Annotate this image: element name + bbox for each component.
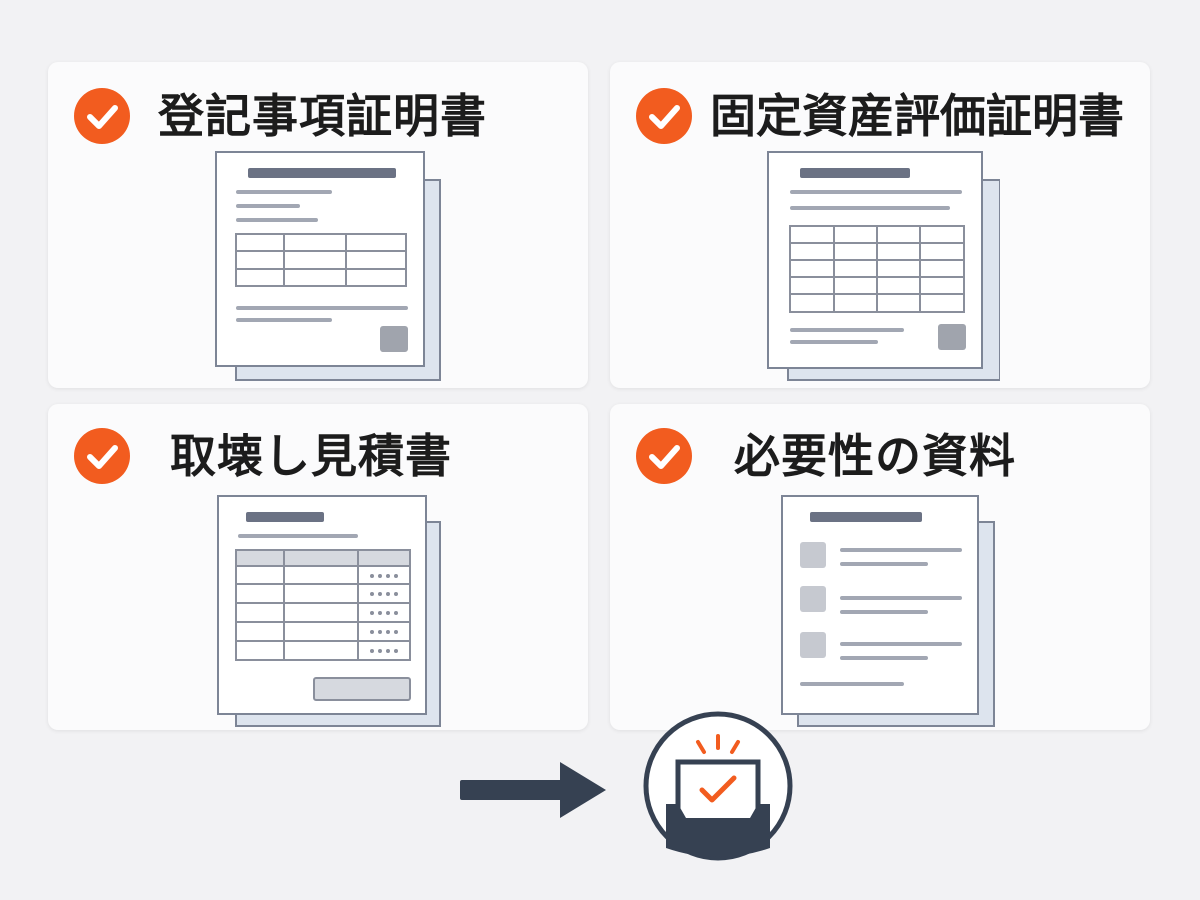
check-circle-icon — [636, 88, 692, 144]
card-title: 登記事項証明書 — [158, 89, 487, 143]
checklist-document-icon — [781, 495, 995, 727]
certificate-document-icon — [215, 151, 441, 381]
document-card-property-valuation-certificate: 固定資産評価証明書 — [610, 62, 1150, 388]
card-title: 固定資産評価証明書 — [710, 89, 1124, 143]
valuation-document-icon — [767, 151, 1000, 381]
check-circle-icon — [74, 88, 130, 144]
estimate-document-icon — [217, 495, 441, 727]
inbox-check-icon — [643, 711, 793, 861]
document-card-demolition-estimate: 取壊し見積書 — [48, 404, 588, 730]
arrow-right-icon — [460, 762, 606, 818]
card-title: 必要性の資料 — [734, 429, 1016, 483]
document-card-registry-certificate: 登記事項証明書 — [48, 62, 588, 388]
card-title: 取壊し見積書 — [170, 429, 452, 483]
check-circle-icon — [636, 428, 692, 484]
check-circle-icon — [74, 428, 130, 484]
document-card-necessity-materials: 必要性の資料 — [610, 404, 1150, 730]
